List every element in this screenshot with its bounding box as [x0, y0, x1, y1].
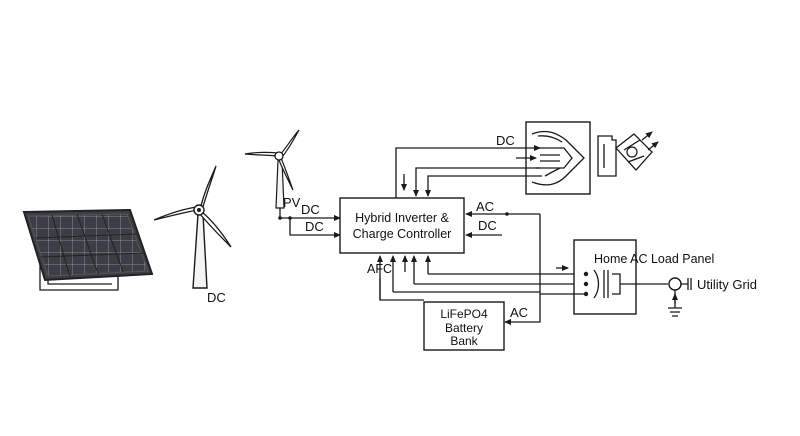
dc-lower-label: DC	[305, 219, 324, 234]
ac-battery-label: AC	[510, 305, 528, 320]
wind-turbine-small-icon	[244, 129, 300, 209]
load-panel-label: Home AC Load Panel	[594, 252, 714, 266]
utility-grid-label: Utility Grid	[697, 277, 757, 292]
generator-icon	[597, 131, 659, 177]
load-panel-box	[573, 239, 637, 315]
battery-label-line1: LiFePO4	[440, 307, 488, 321]
dc-wind-label: DC	[207, 290, 226, 305]
battery-label-line3: Bank	[450, 334, 478, 348]
battery-bank-box	[423, 301, 505, 351]
hybrid-inverter-box	[339, 197, 465, 254]
dc-top-label: DC	[496, 133, 515, 148]
ac-right-label: AC	[476, 199, 494, 214]
inverter-label-line2: Charge Controller	[353, 227, 452, 241]
dc-right-label: DC	[478, 218, 497, 233]
pv-label: PV	[283, 195, 301, 210]
wind-turbine-large-icon	[153, 165, 232, 289]
solar-panel-icon	[22, 208, 154, 291]
inverter-label-line1: Hybrid Inverter &	[355, 211, 449, 225]
dc-pv-label: DC	[301, 202, 320, 217]
battery-label-line2: Battery	[445, 321, 483, 335]
utility-meter-icon	[668, 277, 692, 317]
